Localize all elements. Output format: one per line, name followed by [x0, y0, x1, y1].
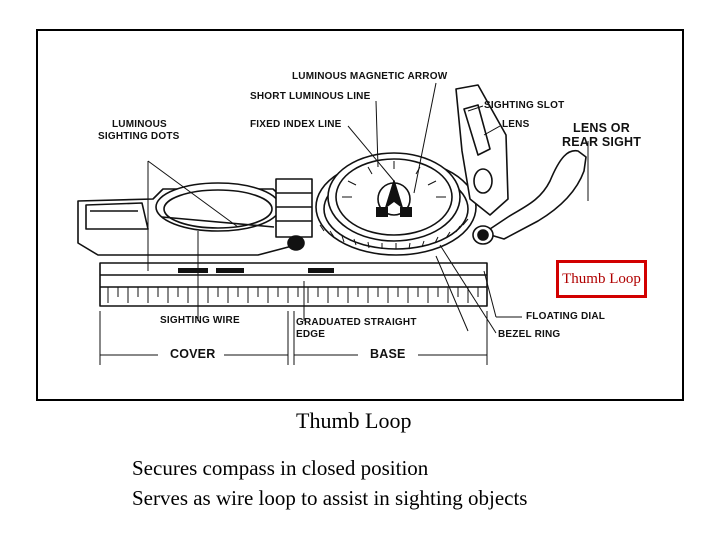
compass-diagram: LUMINOUS MAGNETIC ARROW SHORT LUMINOUS L…	[36, 29, 684, 401]
label-floating-dial: FLOATING DIAL	[526, 311, 606, 322]
label-sighting-wire: SIGHTING WIRE	[160, 315, 240, 326]
compass-drawing	[77, 82, 589, 365]
thumb-loop-highlight: Thumb Loop	[556, 260, 647, 298]
label-fixed-index-line: FIXED INDEX LINE	[250, 119, 342, 130]
label-lens-or: LENS OR	[573, 121, 630, 135]
label-rear-sight: REAR SIGHT	[562, 135, 642, 149]
label-short-luminous-line: SHORT LUMINOUS LINE	[250, 91, 371, 102]
caption-title: Thumb Loop	[296, 408, 412, 433]
label-cover: COVER	[170, 347, 216, 361]
label-luminous: LUMINOUS	[112, 119, 167, 130]
label-bezel-ring: BEZEL RING	[498, 329, 561, 340]
label-edge: EDGE	[296, 329, 326, 340]
label-graduated-straight: GRADUATED STRAIGHT	[296, 317, 417, 328]
caption-line-2: Serves as wire loop to assist in sightin…	[132, 486, 528, 510]
caption-line-1: Secures compass in closed position	[132, 456, 429, 480]
label-lens: LENS	[502, 119, 530, 130]
label-base: BASE	[370, 347, 406, 361]
label-sighting-slot: SIGHTING SLOT	[484, 100, 565, 111]
label-luminous-magnetic-arrow: LUMINOUS MAGNETIC ARROW	[292, 71, 448, 82]
thumb-loop-highlight-label: Thumb Loop	[562, 270, 641, 287]
label-sighting-dots: SIGHTING DOTS	[98, 131, 180, 142]
